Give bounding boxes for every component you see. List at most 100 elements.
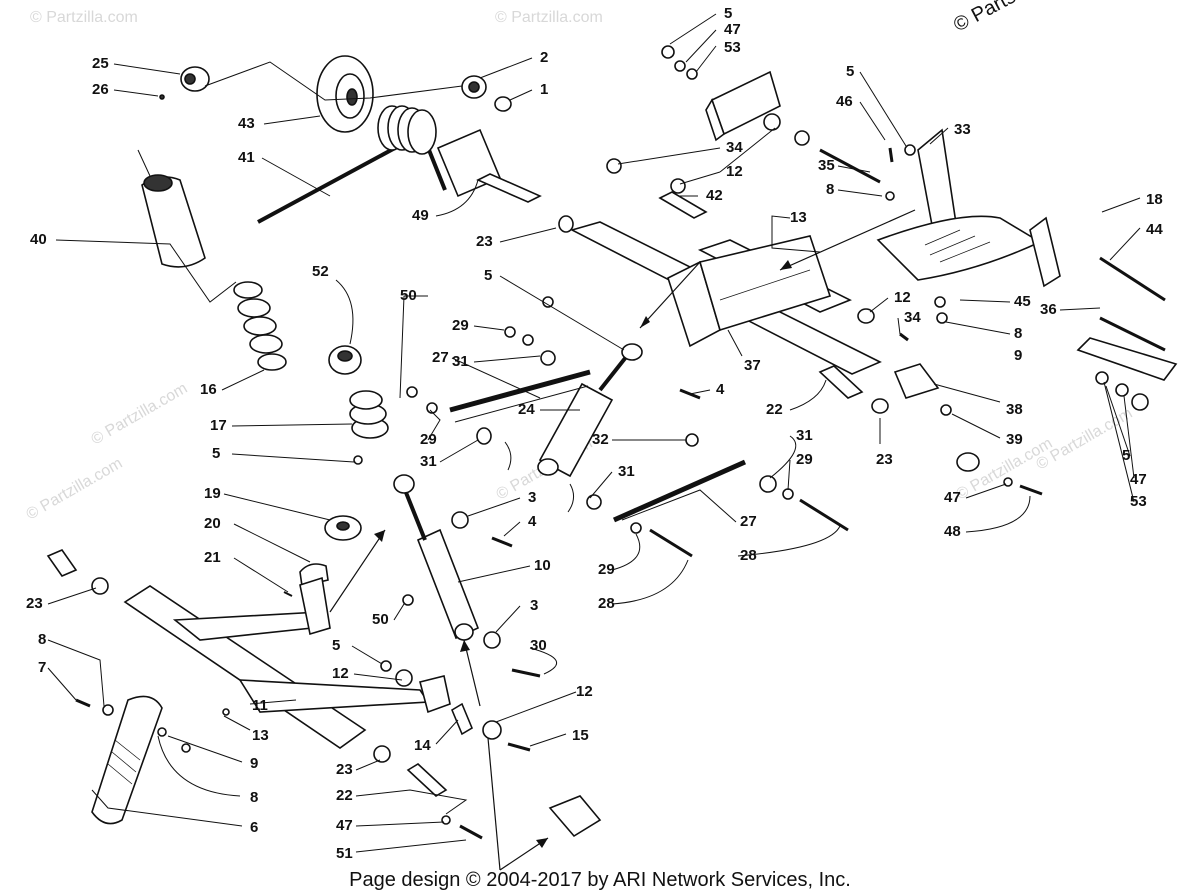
bump-stop — [349, 390, 389, 439]
callout: 5 — [332, 637, 340, 654]
callout: 5 — [846, 63, 854, 80]
front-shock-rod — [403, 489, 427, 541]
watermark: © Partzilla.com — [24, 455, 126, 524]
callout: 29 — [796, 451, 813, 468]
axle-bracket — [893, 363, 940, 399]
callout: 5 — [484, 267, 492, 284]
callout: 12 — [726, 163, 743, 180]
pin — [658, 191, 708, 219]
callout: 48 — [944, 523, 961, 540]
front-shock-eye-top — [393, 474, 415, 494]
callout: 25 — [92, 55, 109, 72]
callout: 50 — [372, 611, 389, 628]
callout: 42 — [706, 187, 723, 204]
callout: 5 — [1122, 447, 1130, 464]
torsion-spring-coil — [377, 105, 437, 155]
suspension-arm — [91, 695, 163, 825]
stop-bracket-side — [705, 98, 725, 142]
callout: 4 — [528, 513, 537, 530]
bearing-bore — [468, 81, 480, 93]
callout: 6 — [250, 819, 258, 836]
callout: 34 — [726, 139, 743, 156]
callout: 28 — [740, 547, 757, 564]
shock-boot-top — [143, 174, 173, 192]
callout: 22 — [336, 787, 353, 804]
callout: 20 — [204, 515, 221, 532]
front-arm-mount — [299, 576, 331, 636]
callout: 9 — [1014, 347, 1022, 364]
callout: 5 — [212, 445, 220, 462]
pin — [450, 702, 474, 736]
callout: 12 — [332, 665, 349, 682]
front-shock-eye-bottom — [454, 623, 474, 641]
callout: 7 — [38, 659, 46, 676]
callout: 8 — [826, 181, 834, 198]
watermark: © Partzilla.com — [89, 380, 191, 449]
front-arm-brace — [172, 611, 322, 641]
callout: 31 — [452, 353, 469, 370]
callout: 13 — [790, 209, 807, 226]
rear-arm-frame — [698, 235, 832, 332]
rear-shock-eye-bottom — [537, 458, 559, 476]
watermark: © Partzilla.com — [495, 9, 603, 26]
callout: 15 — [572, 727, 589, 744]
callout: 12 — [894, 289, 911, 306]
callout: 52 — [312, 263, 329, 280]
bolt — [799, 498, 849, 532]
pin — [46, 549, 78, 577]
front-arm-mount — [419, 675, 451, 714]
rear-bracket-ear — [1029, 216, 1061, 288]
shaft — [406, 763, 448, 797]
callout: 2 — [540, 49, 548, 66]
callout: 27 — [740, 513, 757, 530]
callout: 37 — [744, 357, 761, 374]
callout: 29 — [420, 431, 437, 448]
callout: 29 — [452, 317, 469, 334]
rear-shock-eye-top — [621, 343, 643, 361]
spacers — [91, 113, 889, 763]
long-bolt — [1099, 316, 1166, 352]
callout: 50 — [400, 287, 417, 304]
callout: 16 — [200, 381, 217, 398]
callout: 35 — [818, 157, 835, 174]
callout: 23 — [876, 451, 893, 468]
callout: 49 — [412, 207, 429, 224]
bolt — [649, 528, 693, 558]
cotter-pin — [504, 441, 512, 471]
callout: 29 — [598, 561, 615, 578]
callout: 21 — [204, 549, 221, 566]
rear-shock-body — [538, 382, 614, 478]
assembly-arrows — [329, 209, 916, 871]
callout: 17 — [210, 417, 227, 434]
callout: 3 — [528, 489, 536, 506]
copyright-footer: Page design © 2004-2017 by ARI Network S… — [349, 869, 851, 891]
callout: 12 — [576, 683, 593, 700]
callout: 41 — [238, 149, 255, 166]
rear-bracket-plate — [876, 215, 1042, 281]
nuts-and-washers — [102, 45, 1149, 825]
snap-ring — [494, 96, 512, 112]
front-shock-body — [416, 528, 480, 640]
set-screw — [159, 94, 165, 100]
callout: 31 — [796, 427, 813, 444]
callout: 47 — [336, 817, 353, 834]
cotter-pin — [567, 483, 574, 513]
callout: 18 — [1146, 191, 1163, 208]
callout: 10 — [534, 557, 551, 574]
front-arm-tube — [123, 585, 367, 749]
callout: 47 — [944, 489, 961, 506]
callout: 33 — [954, 121, 971, 138]
pin — [476, 173, 542, 203]
callout: 32 — [592, 431, 609, 448]
control-link — [612, 459, 747, 523]
callout: 53 — [724, 39, 741, 56]
callout: 14 — [414, 737, 431, 754]
plate-hatching — [924, 229, 991, 263]
callout: 24 — [518, 401, 535, 418]
control-link-edge — [454, 385, 589, 423]
callout: 45 — [1014, 293, 1031, 310]
inset-detail — [548, 795, 602, 838]
frame-detail — [719, 269, 811, 301]
spring-retainer-bore — [337, 350, 353, 362]
callout: 5 — [724, 5, 732, 22]
